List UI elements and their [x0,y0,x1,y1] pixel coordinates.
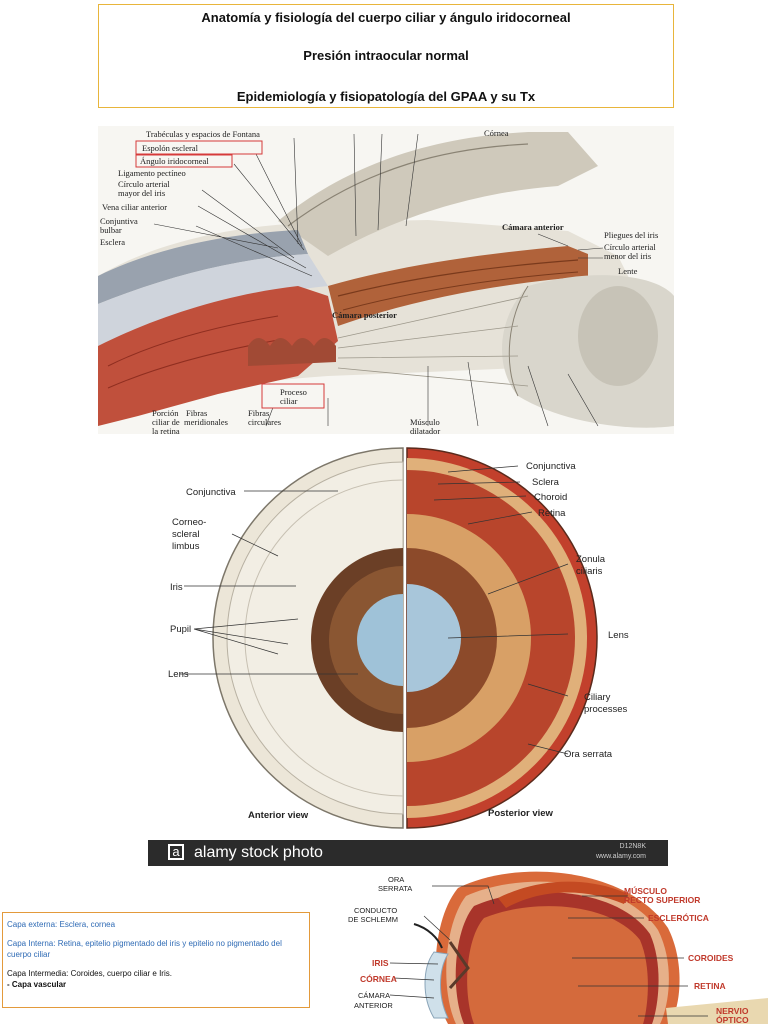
label-fibras-mer-2: meridionales [184,417,228,427]
label-proceso-2: ciliar [280,396,298,406]
label-ciliary-1: Ciliary [584,692,611,703]
label-ora-1: ORA [388,875,404,884]
header-box: Anatomía y fisiología del cuerpo ciliar … [98,4,674,108]
label-choroid: Choroid [534,492,567,503]
label-fibras-mer-1: Fibras [186,408,207,418]
header-line-1: Anatomía y fisiología del cuerpo ciliar … [201,10,571,25]
watermark-brand: alamy stock photo [194,844,323,861]
label-trabeculas: Trabéculas y espacios de Fontana [146,129,260,139]
label-nervio-2: ÓPTICO [716,1014,749,1024]
watermark-url: www.alamy.com [595,853,646,860]
label-conjuntiva-1: Conjuntiva [100,216,138,226]
label-musculo-1: Músculo [410,417,440,427]
label-conducto-2: DE SCHLEMM [348,915,398,924]
label-sclera: Sclera [532,477,560,488]
label-musculo-3-1: MÚSCULO [624,885,667,896]
label-corneo-1: Corneo- [172,517,206,528]
label-esclerotica: ESCLERÓTICA [648,912,709,923]
capa-intermedia: Capa Intermedia: Coroides, cuerpo ciliar… [7,969,172,978]
label-conjunctiva-right: Conjunctiva [526,461,576,472]
label-musculo-2: dilatador [410,426,440,434]
label-fibras-cir-2: circulares [248,417,281,427]
label-camara-anterior: Cámara anterior [502,222,564,232]
header-line-2: Presión intraocular normal [303,48,469,63]
label-ligamento: Ligamento pectíneo [118,168,186,178]
label-coroides: COROIDES [688,953,734,963]
label-zonula-1: Zonula [576,554,606,565]
label-ora: Ora serrata [564,749,613,760]
label-retina-3: RETINA [694,981,726,991]
label-lente: Lente [618,266,638,276]
label-musculo-3-2: RECTO SUPERIOR [624,895,700,905]
label-proceso-1: Proceso [280,387,307,397]
label-espolon: Espolón escleral [142,143,199,153]
label-retina: Retina [538,508,566,519]
label-pliegues: Pliegues del iris [604,230,658,240]
label-circulo-menor-1: Círculo arterial [604,242,656,252]
label-corneo-2: scleral [172,529,199,540]
eye-layers-box: Capa externa: Esclera, cornea Capa Inter… [2,912,310,1008]
watermark-bar: a alamy stock photo D12N8K www.alamy.com [148,840,668,866]
label-conjuntiva-2: bulbar [100,225,122,235]
eye-sagittal-figure: ORA SERRATA CONDUCTO DE SCHLEMM IRIS CÓR… [338,868,768,1024]
capa-vascular: - Capa vascular [7,980,67,989]
label-anterior-view: Anterior view [248,810,309,821]
capa-externa: Capa externa: Esclera, cornea [7,920,116,929]
watermark-code: D12N8K [619,843,646,850]
header-line-3: Epidemiología y fisiopatología del GPAA … [236,89,536,104]
label-lens-left: Lens [168,669,189,680]
label-porcion-1: Porción [152,408,179,418]
label-ciliary-2: processes [584,704,628,715]
label-zonula-2: ciliaris [576,566,603,577]
iridocorneal-angle-figure: Trabéculas y espacios de Fontana Espolón… [98,126,674,434]
label-porcion-2: ciliar de [152,417,180,427]
label-circulo-mayor-2: mayor del iris [118,188,165,198]
label-corneo-3: limbus [172,541,200,552]
label-circulo-mayor-1: Círculo arterial [118,179,170,189]
label-circulo-menor-2: menor del iris [604,251,651,261]
label-nervio-1: NERVIO [716,1006,749,1016]
eye-anterior-posterior-figure: Conjunctiva Corneo- scleral limbus Iris … [148,444,668,840]
label-camara-1: CÁMARA [358,991,390,1000]
label-fibras-cir-1: Fibras [248,408,269,418]
label-cornea-3: CÓRNEA [360,973,397,984]
label-cornea: Córnea [484,128,509,138]
label-lens-right: Lens [608,630,629,641]
label-porcion-3: la retina [152,426,180,434]
label-iris-3: IRIS [372,958,389,968]
label-iris: Iris [170,582,183,593]
label-pupil: Pupil [170,624,191,635]
label-ora-2: SERRATA [378,884,412,893]
label-angulo: Ángulo iridocorneal [140,156,209,166]
label-conjunctiva-left: Conjunctiva [186,487,236,498]
label-posterior-view: Posterior view [488,808,554,819]
label-vena: Vena ciliar anterior [102,202,167,212]
capa-interna: Capa Interna: Retina, epitelio pigmentad… [7,939,282,959]
label-camara-posterior: Cámara posterior [332,310,397,320]
label-conducto-1: CONDUCTO [354,906,397,915]
label-camara-2: ANTERIOR [354,1001,393,1010]
alamy-logo-icon: a [168,844,184,860]
label-esclera: Esclera [100,237,125,247]
